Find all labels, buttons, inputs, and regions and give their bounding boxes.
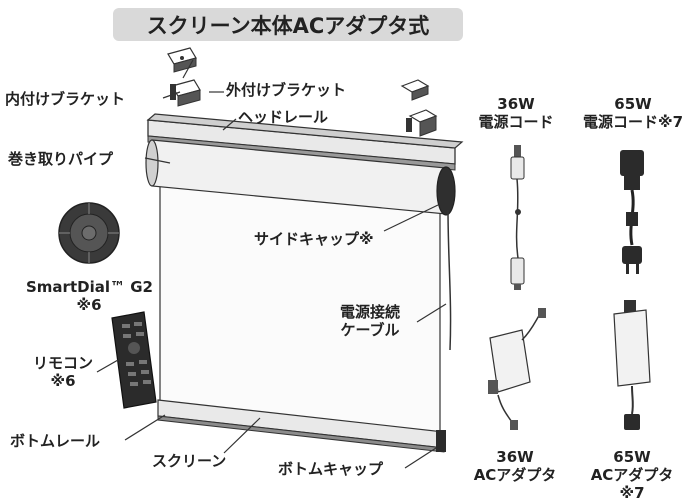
leader-inner-bracket [162, 91, 181, 99]
label-smartdial-line2: ※6 [76, 296, 102, 314]
label-power-cable-line2: ケーブル [340, 321, 400, 339]
label-outer-bracket: 外付けブラケット [226, 81, 347, 99]
leader-inner-bracket-top [182, 59, 194, 79]
diagram-title: スクリーン本体ACアダプタ式 [113, 8, 463, 41]
label-remote: リモコン ※6 [20, 354, 106, 390]
leader-bottom-rail [124, 414, 166, 441]
label-ac-adapter-65w-line3: ※7 [619, 484, 645, 502]
label-remote-line1: リモコン [32, 354, 93, 372]
leader-remote [96, 359, 119, 373]
label-power-cord-65w: 65W 電源コード※7 [568, 95, 698, 131]
label-winding-pipe: 巻き取りパイプ [8, 150, 114, 168]
label-ac-adapter-65w: 65W ACアダプタ ※7 [580, 448, 684, 502]
label-power-cord-36w-line1: 36W [497, 95, 535, 113]
power-cord-65w-icon [620, 150, 644, 274]
label-power-cable-line1: 電源接続 [339, 303, 400, 321]
label-remote-line2: ※6 [50, 372, 76, 390]
ac-adapter-65w-icon [613, 300, 651, 430]
label-power-cable: 電源接続 ケーブル [322, 303, 418, 339]
leader-lines [96, 59, 447, 469]
label-screen: スクリーン [152, 452, 227, 470]
label-smartdial: SmartDial™ G2 ※6 [26, 278, 153, 314]
label-ac-adapter-36w-line2: ACアダプタ [473, 466, 557, 484]
remote-control-icon [111, 311, 157, 409]
ac-adapter-36w-icon [488, 308, 546, 430]
label-inner-bracket: 内付けブラケット [5, 90, 126, 108]
inner-bracket-top-icon [167, 47, 197, 73]
label-ac-adapter-65w-line1: 65W [613, 448, 651, 466]
leader-side-cap [383, 204, 439, 232]
power-cord-36w-icon [510, 145, 525, 290]
leader-head-rail [222, 118, 237, 131]
inner-bracket-icon [170, 79, 201, 107]
outer-bracket-left-icon [400, 79, 430, 101]
label-head-rail: ヘッドレール [238, 108, 329, 126]
label-smartdial-line1: SmartDial™ G2 [26, 278, 153, 296]
label-ac-adapter-36w: 36W ACアダプタ [463, 448, 567, 484]
smartdial-icon [58, 202, 120, 264]
label-bottom-rail: ボトムレール [10, 432, 101, 450]
label-ac-adapter-65w-line2: ACアダプタ [590, 466, 674, 484]
leader-winding-pipe [144, 157, 171, 164]
label-power-cord-65w-line2: 電源コード※7 [582, 113, 684, 131]
label-power-cord-36w: 36W 電源コード [461, 95, 571, 131]
label-power-cord-65w-line1: 65W [614, 95, 652, 113]
label-ac-adapter-36w-line1: 36W [496, 448, 534, 466]
outer-bracket-right-icon [406, 109, 438, 137]
leader-screen [223, 417, 261, 454]
label-side-cap: サイドキャップ※ [254, 230, 374, 248]
leader-bottom-cap [404, 447, 437, 469]
label-bottom-cap: ボトムキャップ [278, 460, 384, 478]
label-power-cord-36w-line2: 電源コード [478, 113, 554, 131]
leader-power-cable [416, 303, 447, 323]
screen-unit [145, 113, 464, 453]
